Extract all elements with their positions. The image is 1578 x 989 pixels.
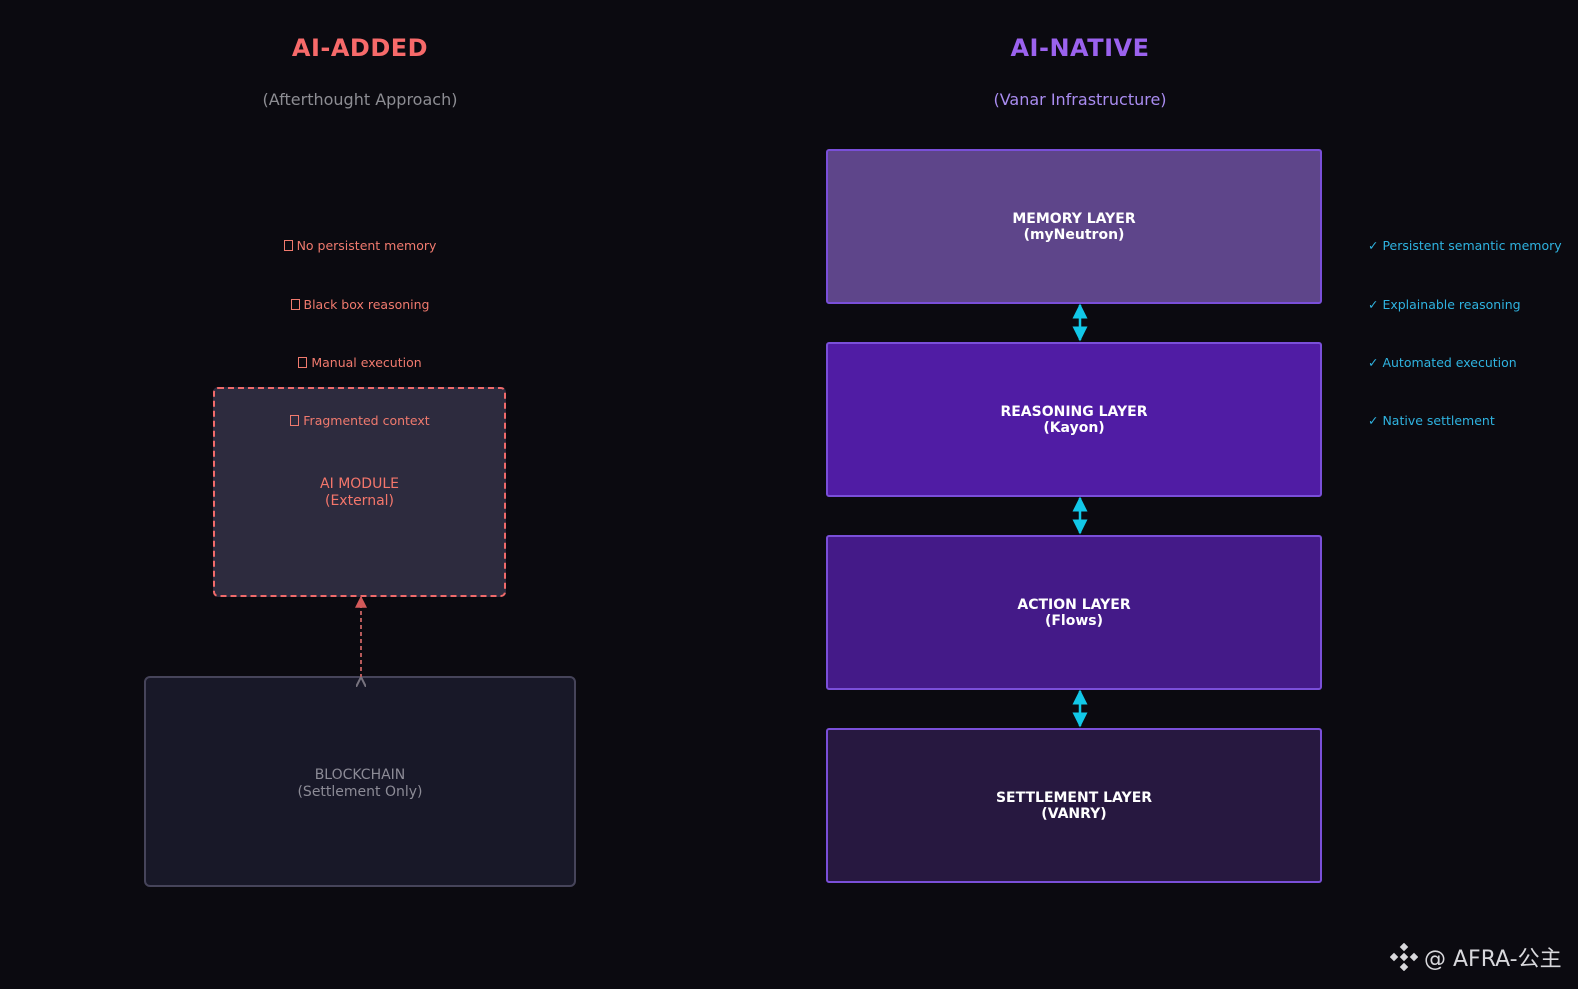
ai-added-title: AI-ADDED <box>291 34 429 62</box>
memory-layer-box <box>826 149 1322 304</box>
drawback-item: Manual execution <box>160 355 560 370</box>
binance-logo-icon <box>1390 943 1418 971</box>
benefit-item: ✓ Native settlement <box>1368 413 1495 428</box>
blockchain-box <box>144 676 576 887</box>
reasoning-layer-label: REASONING LAYER (Kayon) <box>1000 404 1148 436</box>
watermark-text: @ AFRA-公主 <box>1424 947 1562 972</box>
ai-module-label: AI MODULE (External) <box>320 476 399 509</box>
memory-layer-label: MEMORY LAYER (myNeutron) <box>1012 211 1136 243</box>
settlement-layer-label: SETTLEMENT LAYER (VANRY) <box>995 790 1153 822</box>
missing-glyph-icon <box>290 415 300 426</box>
benefit-item: ✓ Explainable reasoning <box>1368 297 1521 312</box>
ai-native-subtitle: (Vanar Infrastructure) <box>993 90 1167 109</box>
missing-glyph-icon <box>290 299 300 310</box>
settlement-layer-box <box>826 728 1322 883</box>
blockchain-label: BLOCKCHAIN (Settlement Only) <box>297 767 423 800</box>
benefit-item: ✓ Persistent semantic memory <box>1368 238 1562 253</box>
drawback-item: Black box reasoning <box>160 297 560 312</box>
missing-glyph-icon <box>283 240 293 251</box>
benefit-item: ✓ Automated execution <box>1368 355 1517 370</box>
action-layer-box <box>826 535 1322 690</box>
ai-added-subtitle: (Afterthought Approach) <box>262 90 458 109</box>
action-layer-label: ACTION LAYER (Flows) <box>1017 597 1131 629</box>
missing-glyph-icon <box>298 357 308 368</box>
watermark: @ AFRA-公主 <box>1390 940 1562 974</box>
ai-native-title: AI-NATIVE <box>1010 34 1150 62</box>
reasoning-layer-box <box>826 342 1322 497</box>
drawback-item: No persistent memory <box>160 238 560 253</box>
drawback-item: Fragmented context <box>160 413 560 428</box>
ai-module-box <box>213 387 506 597</box>
